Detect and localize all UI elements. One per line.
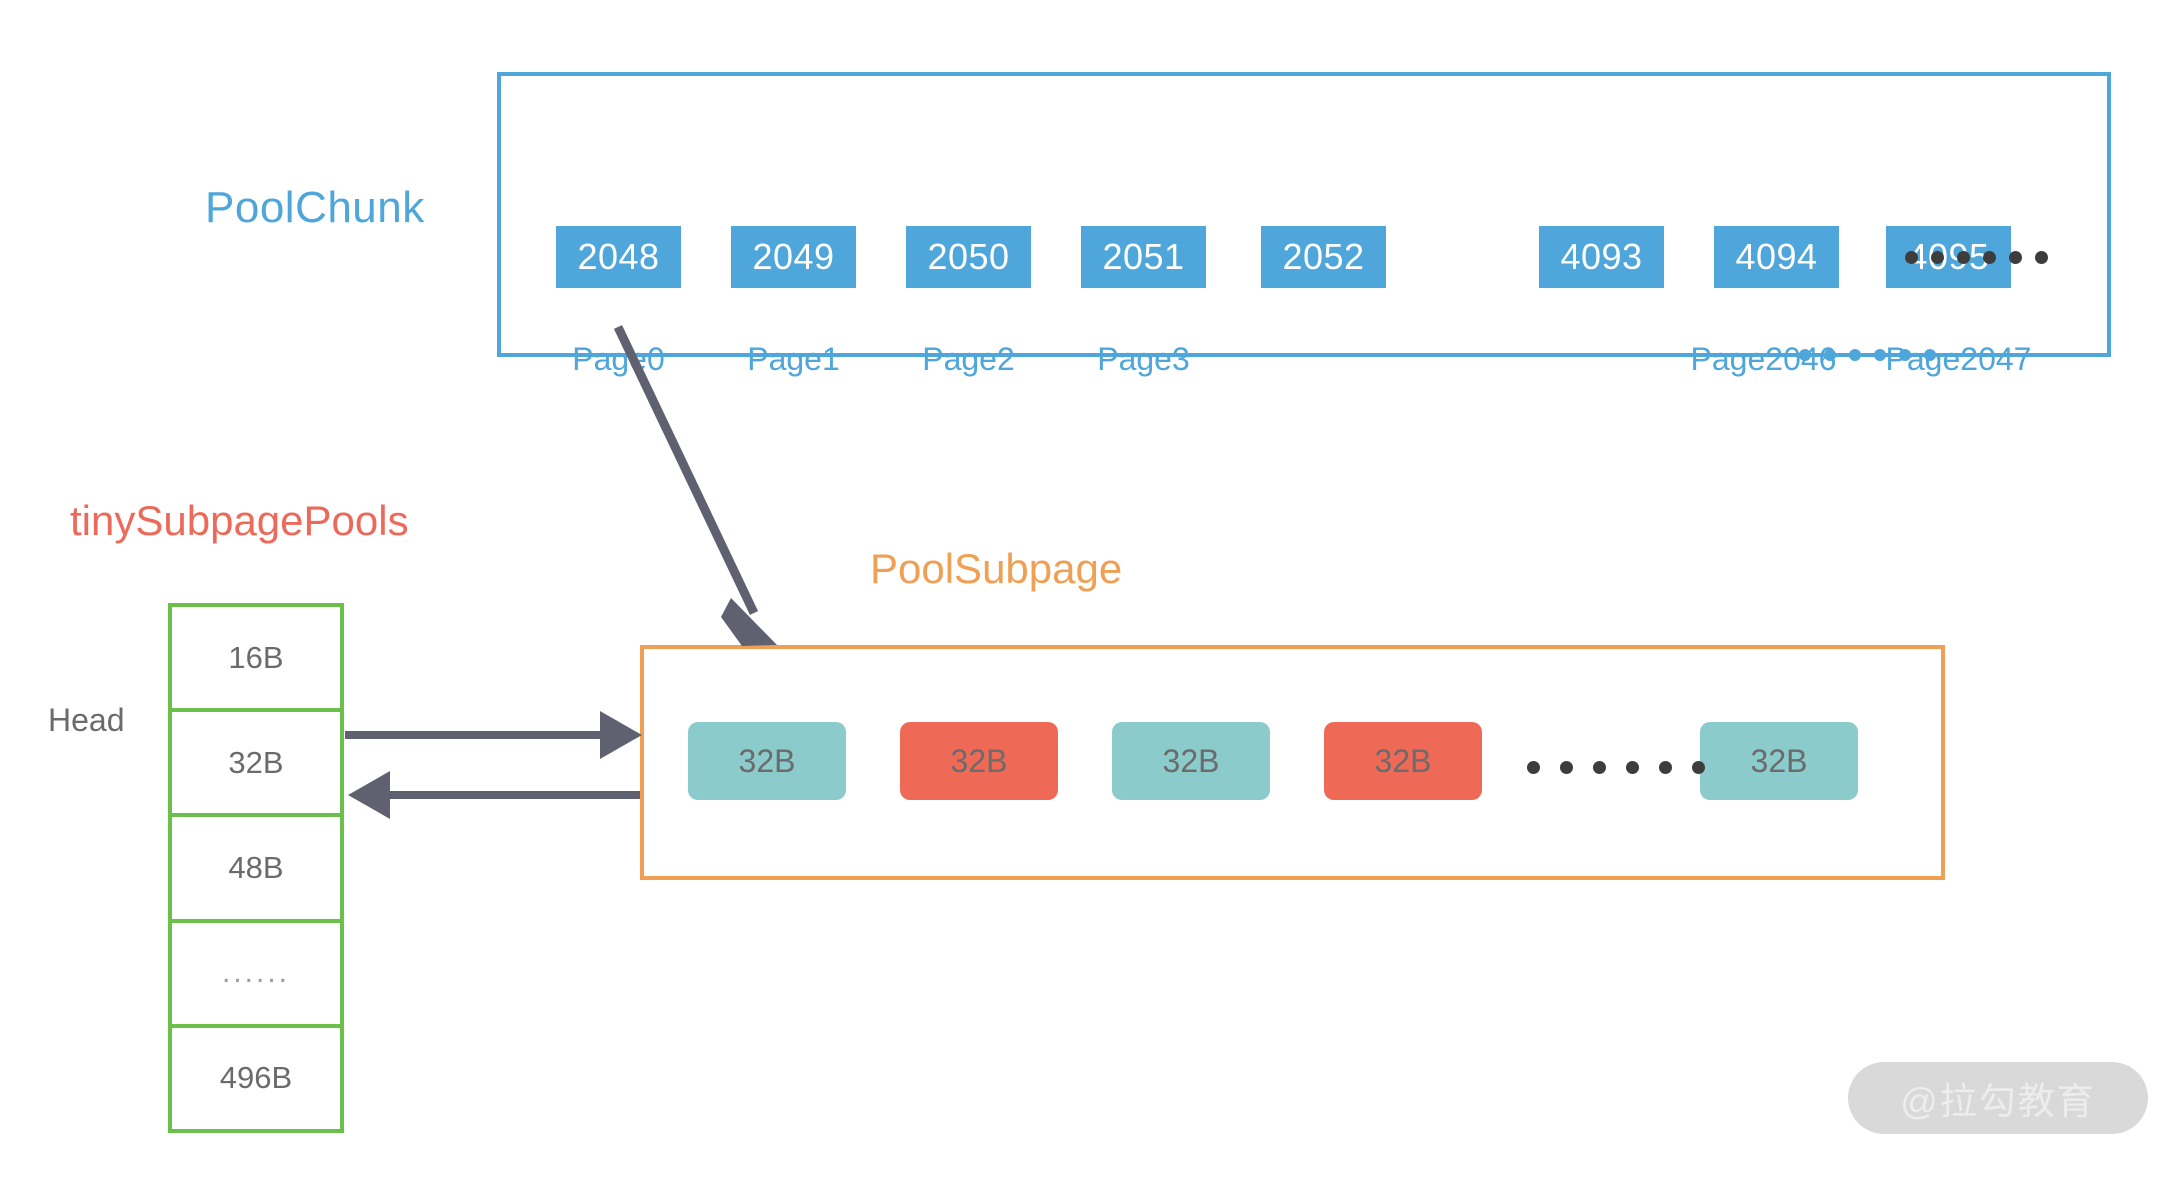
page-label-0: Page0	[572, 341, 665, 377]
page-chip-4094[interactable]: 4094	[1714, 226, 1839, 288]
size-cell-32b[interactable]: 32B	[172, 712, 340, 818]
page-chip-2052[interactable]: 2052	[1261, 226, 1386, 288]
subpage-chip-4[interactable]: 32B	[1700, 722, 1858, 800]
page-chip-2051[interactable]: 2051	[1081, 226, 1206, 288]
subpage-ellipsis-icon	[1527, 761, 1705, 774]
poolchunk-title: PoolChunk	[205, 183, 425, 232]
head-label: Head	[48, 702, 125, 738]
poolsubpage-title: PoolSubpage	[870, 545, 1123, 592]
tiny-subpage-pools-title: tinySubpagePools	[70, 497, 409, 544]
size-cell-ellipsis: ......	[172, 923, 340, 1028]
size-cell-48b[interactable]: 48B	[172, 817, 340, 923]
chunk-ellipsis-top-icon	[1905, 251, 2048, 264]
subpage-chip-3[interactable]: 32B	[1324, 722, 1482, 800]
size-cell-496b[interactable]: 496B	[219, 1060, 293, 1096]
subpage-chip-0[interactable]: 32B	[688, 722, 846, 800]
page-label-2: Page2	[922, 341, 1015, 377]
arrow-pool-to-subpage	[345, 711, 642, 759]
page-label-2047: Page2047	[1885, 341, 2032, 377]
watermark: @拉勾教育	[1848, 1062, 2148, 1134]
poolchunk-container: 2048 2049 2050 2051 2052 4093 4094 4095 …	[497, 72, 2111, 377]
chunk-ellipsis-bottom-icon	[1799, 349, 1936, 361]
tiny-subpage-pools-column: 16B 32B 48B ...... 496B	[168, 603, 344, 1133]
page-chip-4093[interactable]: 4093	[1539, 226, 1664, 288]
subpage-chip-2[interactable]: 32B	[1112, 722, 1270, 800]
size-cell-16b[interactable]: 16B	[172, 607, 340, 713]
page-label-3: Page3	[1097, 341, 1190, 377]
arrow-subpage-to-pool	[348, 771, 640, 819]
page-label-2046: Page2046	[1690, 341, 1837, 377]
page-label-1: Page1	[747, 341, 840, 377]
subpage-chip-1[interactable]: 32B	[900, 722, 1058, 800]
page-chip-2050[interactable]: 2050	[906, 226, 1031, 288]
page-chip-2049[interactable]: 2049	[731, 226, 856, 288]
page-chip-2048[interactable]: 2048	[556, 226, 681, 288]
